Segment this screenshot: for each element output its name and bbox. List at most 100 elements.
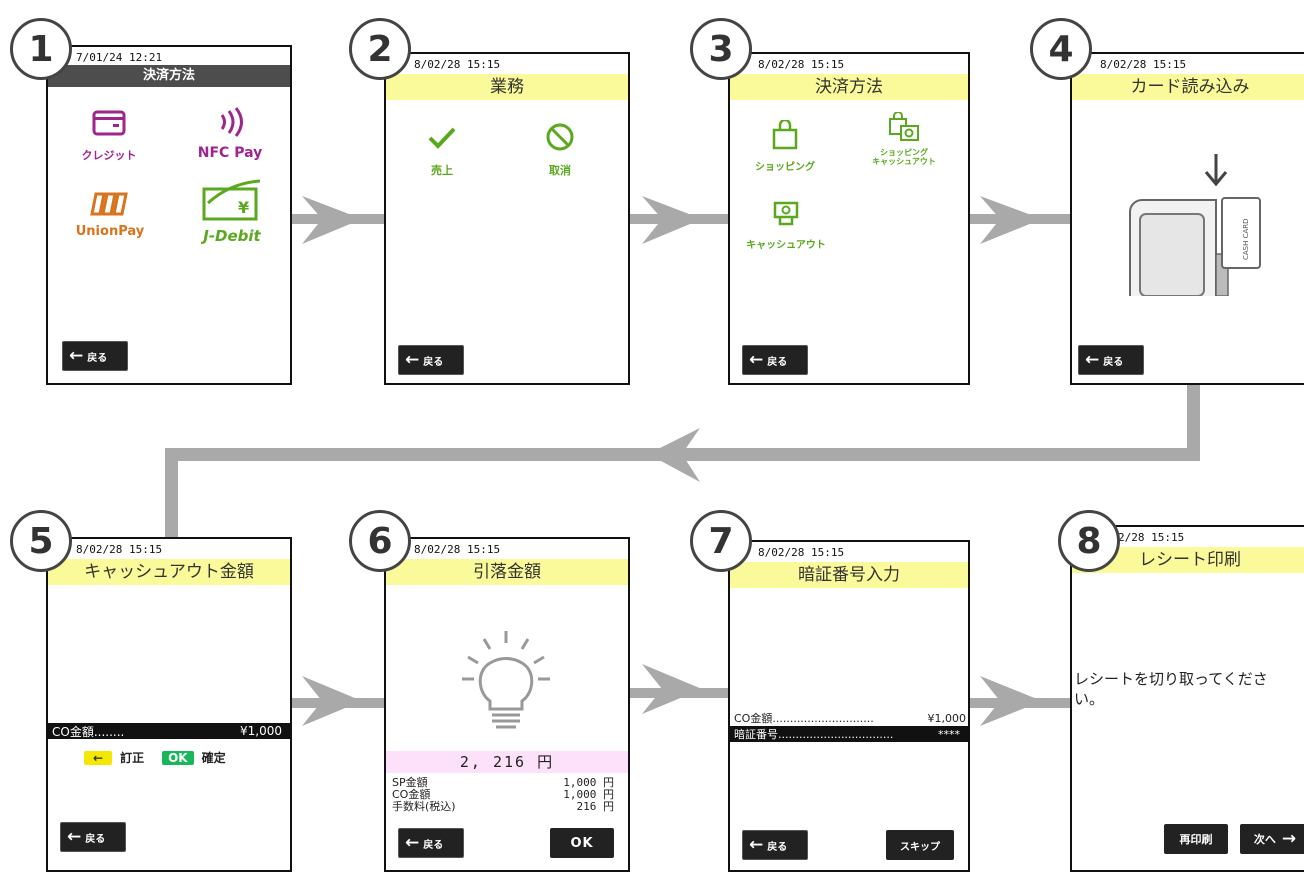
option-label-line1: ショッピング	[880, 148, 928, 157]
left-arrow-icon: ←	[405, 832, 420, 853]
task-cancel[interactable]: 取消	[532, 122, 588, 178]
task-sale[interactable]: 売上	[414, 126, 470, 178]
option-label: UnionPay	[75, 224, 145, 239]
payment-option-nfc[interactable]: NFC Pay	[180, 107, 280, 161]
correct-key: ←	[84, 750, 113, 765]
option-label: 取消	[549, 164, 571, 177]
ok-button[interactable]: OK	[550, 828, 614, 858]
option-label: ショッピング	[755, 162, 815, 173]
back-label: 戻る	[85, 833, 106, 845]
datetime: 8/02/28 15:15	[414, 543, 501, 556]
credit-card-icon	[92, 110, 126, 136]
co-amount-row: CO金額........ ¥1,000	[48, 723, 290, 739]
co-amount-value: ¥1,000	[927, 711, 967, 725]
screen-title: キャッシュアウト金額	[48, 559, 290, 585]
screen-title: 業務	[386, 74, 628, 100]
checkmark-icon	[428, 127, 456, 149]
step-number-3: 3	[690, 18, 752, 80]
ok-key: OK	[162, 750, 194, 765]
co-amount-label: CO金額........	[52, 724, 125, 739]
back-button[interactable]: ←戻る	[742, 345, 808, 375]
payment-option-credit[interactable]: クレジット	[64, 109, 154, 163]
step-number-2: 2	[349, 18, 411, 80]
back-button[interactable]: ←戻る	[398, 828, 464, 858]
next-button[interactable]: 次へ →	[1240, 824, 1304, 854]
datetime: 8/02/28 15:15	[758, 546, 845, 559]
screen-title: カード読み込み	[1072, 74, 1304, 100]
back-label: 戻る	[423, 356, 444, 368]
shopping-cashout-icon	[889, 111, 919, 141]
right-arrow-icon: →	[1281, 829, 1297, 849]
datetime: 8/02/28 15:15	[1100, 58, 1187, 71]
svg-text:¥: ¥	[238, 198, 249, 217]
card-insert-illustration: CASH CARD	[1129, 154, 1261, 296]
datetime: 7/01/24 12:21	[76, 51, 163, 64]
screen-title: 引落金額	[386, 559, 628, 585]
cashout-icon	[773, 201, 799, 226]
back-button[interactable]: ←戻る	[62, 341, 128, 371]
correct-label: 訂正	[120, 751, 145, 765]
key-guide: ← 訂正 OK 確定	[84, 749, 226, 766]
back-label: 戻る	[87, 352, 108, 364]
nfc-icon	[220, 107, 243, 137]
back-label: 戻る	[1103, 356, 1124, 368]
back-button[interactable]: ←戻る	[60, 822, 126, 852]
pin-row: 暗証番号................................. **…	[730, 726, 968, 742]
jdebit-icon: ¥	[202, 179, 261, 221]
screen-title: 暗証番号入力	[730, 562, 968, 588]
step-3-screen: 8/02/28 15:15 決済方法 ショッピング ショッピング キャッシュアウ…	[728, 52, 970, 385]
method-shopping[interactable]: ショッピング	[746, 118, 824, 173]
step-7-screen: 8/02/28 15:15 暗証番号入力 CO金額...............…	[728, 540, 970, 872]
step-number-6: 6	[349, 510, 411, 572]
datetime: 8/02/28 15:15	[76, 543, 163, 556]
back-button[interactable]: ←戻る	[1078, 345, 1144, 375]
method-cashout[interactable]: キャッシュアウト	[738, 200, 834, 251]
left-arrow-icon: ←	[749, 349, 764, 370]
option-label: J-Debit	[203, 227, 261, 245]
skip-button[interactable]: スキップ	[886, 830, 954, 860]
co-amount-value: ¥1,000	[240, 724, 282, 738]
back-label: 戻る	[767, 356, 788, 368]
step-2-screen: 8/02/28 15:15 業務 売上 取消 ←戻る	[384, 52, 630, 385]
pin-value: ****	[938, 727, 960, 741]
step-5-screen: 8/02/28 15:15 キャッシュアウト金額 CO金額........ ¥1…	[46, 537, 292, 872]
step-8-screen: 2/28 15:15 レシート印刷 レシートを切り取ってくださ い。 再印刷 次…	[1070, 525, 1304, 872]
step-number-1: 1	[10, 18, 72, 80]
option-label: キャッシュアウト	[746, 240, 826, 251]
left-arrow-icon: ←	[1085, 349, 1100, 370]
left-arrow-icon: ←	[749, 834, 764, 855]
step-number-4: 4	[1030, 18, 1092, 80]
screen-title: 決済方法	[730, 74, 968, 100]
option-label: 売上	[431, 164, 453, 177]
back-button[interactable]: ←戻る	[398, 345, 464, 375]
lightbulb-icon	[462, 631, 550, 729]
back-label: 戻る	[767, 841, 788, 853]
receipt-message: レシートを切り取ってくださ い。	[1074, 670, 1268, 708]
datetime: 8/02/28 15:15	[414, 58, 501, 71]
step-number-8: 8	[1058, 510, 1120, 572]
prohibited-icon	[546, 123, 574, 151]
option-label-line2: キャッシュアウト	[872, 157, 936, 166]
breakdown-row: 手数料(税込)216 円	[392, 800, 614, 813]
payment-option-unionpay[interactable]: UnionPay	[62, 192, 158, 239]
pin-label: 暗証番号.................................	[734, 728, 894, 741]
confirm-label: 確定	[201, 751, 226, 765]
shopping-bag-icon	[772, 118, 798, 150]
unionpay-icon	[90, 192, 128, 216]
back-button[interactable]: ←戻る	[742, 830, 808, 860]
payment-option-jdebit[interactable]: ¥ J-Debit	[182, 179, 282, 245]
step-4-screen: 8/02/28 15:15 カード読み込み CASH CARD ←戻る	[1070, 52, 1304, 385]
reprint-button[interactable]: 再印刷	[1164, 824, 1228, 854]
back-label: 戻る	[423, 839, 444, 851]
step-1-screen: 7/01/24 12:21 決済方法 クレジット NFC Pay UnionPa…	[46, 45, 292, 385]
left-arrow-icon: ←	[69, 345, 84, 366]
co-amount-label: CO金額.............................	[734, 712, 874, 725]
total-amount: 2, 216 円	[386, 751, 628, 773]
option-label: クレジット	[81, 149, 137, 162]
method-shopping-cashout[interactable]: ショッピング キャッシュアウト	[856, 111, 952, 166]
option-label: NFC Pay	[197, 145, 263, 161]
